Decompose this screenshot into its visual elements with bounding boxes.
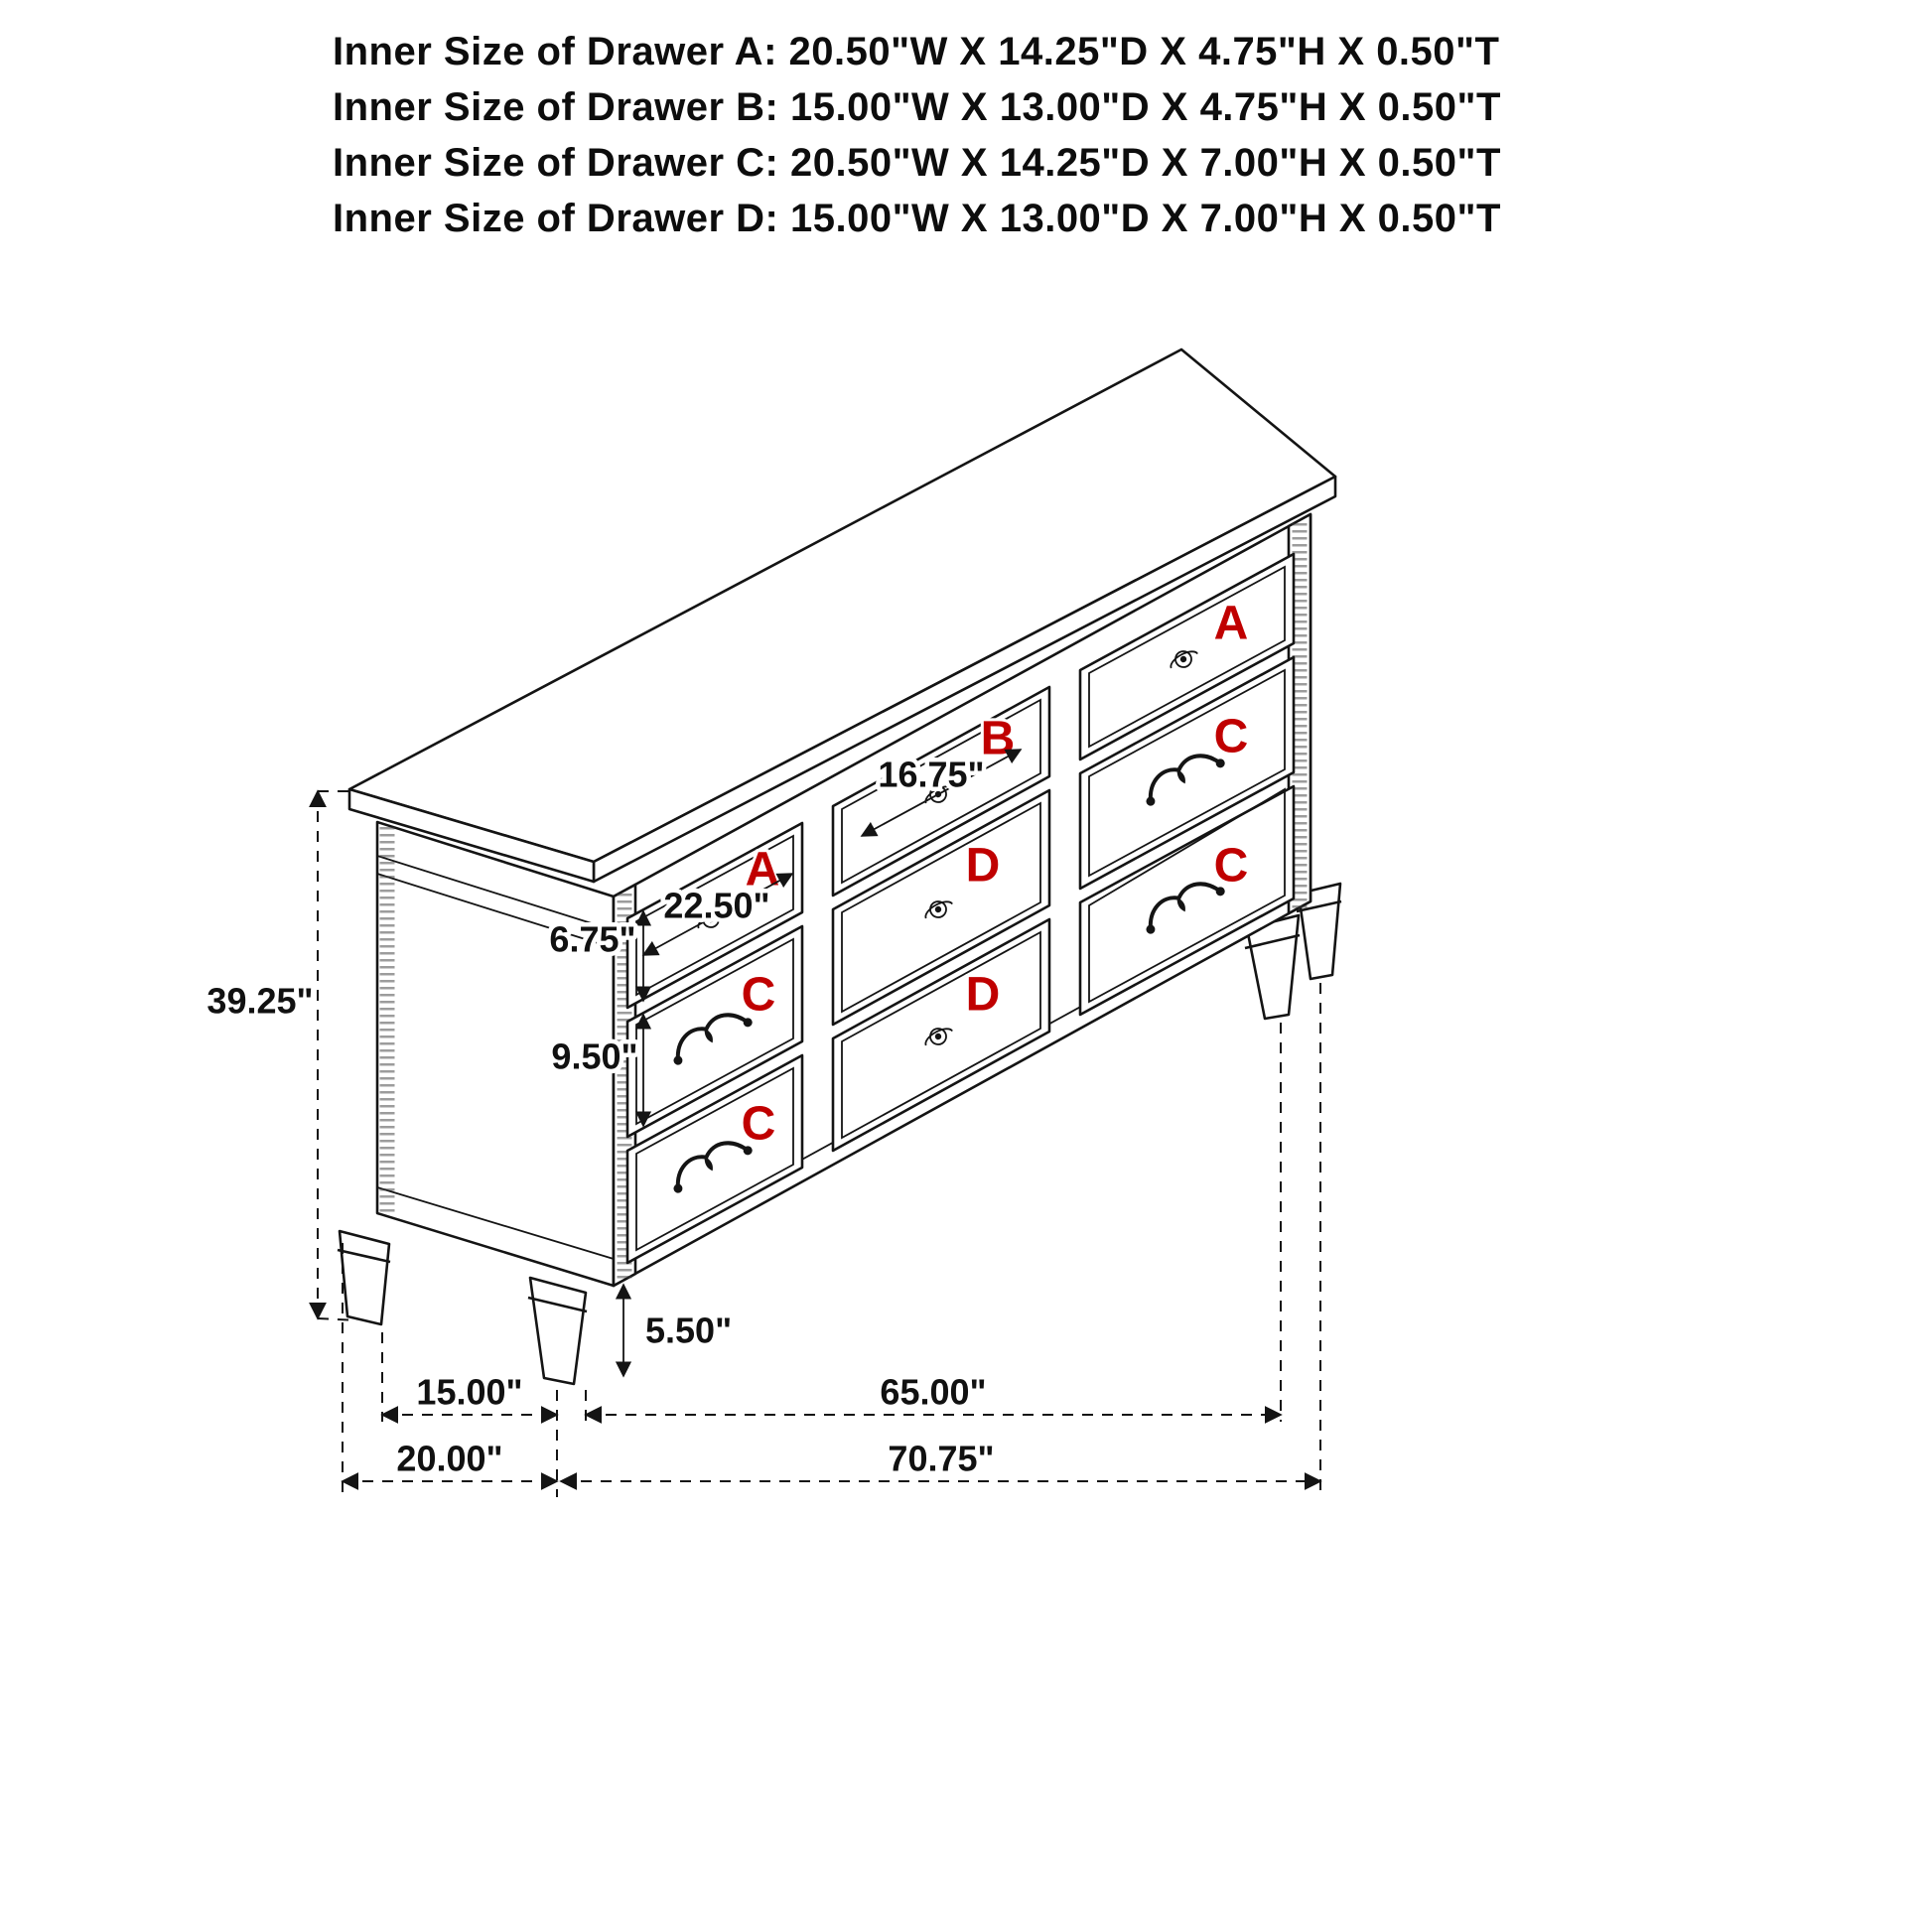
drawer-c-right-middle bbox=[1078, 655, 1296, 891]
front-left-leg bbox=[527, 1276, 588, 1386]
drawer-a-right bbox=[1078, 552, 1296, 761]
leg-height-value: 5.50" bbox=[645, 1311, 732, 1351]
drawer-a-width-value: 22.50" bbox=[663, 886, 769, 926]
label-drawer-c-left-middle: C bbox=[742, 969, 776, 1022]
label-drawer-d-center-middle: D bbox=[966, 840, 1001, 893]
label-drawer-b-center: B bbox=[981, 713, 1016, 765]
dimension-lower-drawer-height: 9.50" bbox=[547, 1013, 652, 1128]
drawer-c-inner-size-text: Inner Size of Drawer C: 20.50"W X 14.25"… bbox=[333, 141, 1501, 185]
back-left-leg bbox=[337, 1229, 391, 1326]
drawer-d-inner-size-text: Inner Size of Drawer D: 15.00"W X 13.00"… bbox=[333, 197, 1501, 240]
drawer-d-center-bottom bbox=[831, 917, 1051, 1153]
front-leg-span-value: 65.00" bbox=[880, 1372, 986, 1413]
dimension-top-drawer-height: 6.75" bbox=[545, 909, 652, 1003]
dimension-drawer-a-width: 22.50" bbox=[641, 873, 794, 956]
side-leg-span-value: 15.00" bbox=[416, 1372, 522, 1413]
label-drawer-d-center-bottom: D bbox=[966, 969, 1001, 1022]
back-right-leg bbox=[1296, 882, 1342, 981]
lower-drawer-height-value: 9.50" bbox=[551, 1036, 637, 1077]
overall-height-value: 39.25" bbox=[207, 981, 313, 1022]
drawer-c-right-bottom bbox=[1078, 784, 1296, 1017]
drawer-c-left-bottom bbox=[625, 1053, 804, 1265]
dimension-overall-width: 70.75" bbox=[559, 1434, 1322, 1490]
dimension-overall-height: 39.25" bbox=[203, 789, 358, 1321]
front-right-leg bbox=[1244, 913, 1301, 1021]
dresser-top-surface bbox=[347, 347, 1337, 884]
drawer-a-inner-size-text: Inner Size of Drawer A: 20.50"W X 14.25"… bbox=[333, 30, 1500, 73]
dimension-front-leg-span: 65.00" bbox=[584, 1367, 1283, 1424]
drawer-size-header: Inner Size of Drawer A: 20.50"W X 14.25"… bbox=[333, 24, 1501, 246]
drawer-b-width-value: 16.75" bbox=[878, 755, 984, 795]
dimension-drawer-b-width: 16.75" bbox=[860, 749, 1023, 837]
label-drawer-c-right-middle: C bbox=[1214, 711, 1249, 763]
overall-depth-value: 20.00" bbox=[396, 1439, 502, 1479]
dimension-leg-height: 5.50" bbox=[615, 1283, 737, 1378]
label-drawer-c-right-bottom: C bbox=[1214, 840, 1249, 893]
top-drawer-height-value: 6.75" bbox=[549, 919, 635, 960]
dimension-side-leg-span: 15.00" bbox=[380, 1367, 559, 1424]
label-drawer-a-right: A bbox=[1214, 598, 1249, 650]
drawer-b-inner-size-text: Inner Size of Drawer B: 15.00"W X 13.00"… bbox=[333, 85, 1501, 129]
dresser-left-side-panel bbox=[375, 820, 616, 1288]
dimension-overall-depth: 20.00" bbox=[341, 1434, 559, 1490]
label-drawer-c-left-bottom: C bbox=[742, 1098, 776, 1151]
overall-width-value: 70.75" bbox=[888, 1439, 994, 1479]
